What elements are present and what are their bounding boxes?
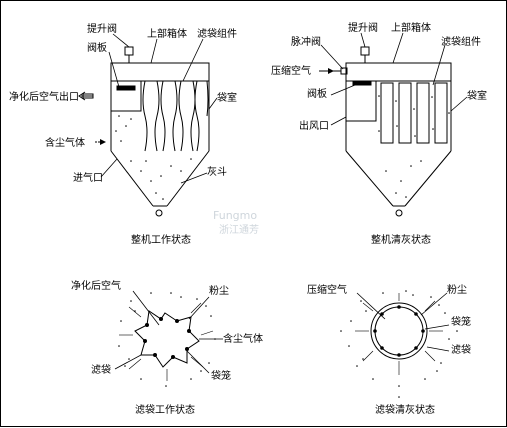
left-inlet-label: 进气口	[73, 171, 103, 184]
left-dust-gas-bottom-label: 含尘气体	[223, 332, 263, 345]
left-lift-valve	[124, 46, 134, 56]
right-bag-room-label: 袋室	[467, 89, 487, 102]
right-bag-cage-label: 袋笼	[451, 315, 471, 328]
right-bottom-caption: 滤袋清灰状态	[375, 403, 435, 416]
left-filter-bags	[142, 80, 209, 152]
right-bag-section	[340, 290, 458, 398]
left-upper-box-label: 上部箱体	[147, 27, 187, 40]
left-cage-rods	[143, 317, 191, 359]
right-filter-bags	[380, 82, 448, 144]
watermark-brand: Fungmo	[213, 209, 257, 222]
left-valve-plate	[116, 85, 136, 91]
right-upper-box-label: 上部箱体	[391, 21, 431, 34]
left-bag-cross-section	[134, 310, 200, 368]
right-bag-circle	[370, 302, 428, 360]
left-plate-label: 阀板	[87, 41, 107, 54]
right-leaders	[320, 32, 468, 126]
left-bottom-caption: 滤袋工作状态	[135, 403, 195, 416]
left-bag-section	[118, 292, 216, 387]
left-bottom-leaders	[114, 290, 223, 374]
left-collector	[110, 46, 210, 207]
right-filter-assembly-label: 滤袋组件	[441, 35, 481, 48]
left-upper-box	[110, 62, 210, 82]
left-ash-hopper-label: 灰斗	[207, 165, 227, 178]
left-outlet-arrow-body	[82, 93, 94, 99]
left-inward-arrows	[119, 302, 214, 381]
left-top-caption: 整机工作状态	[131, 233, 191, 246]
left-leaders	[100, 33, 218, 184]
left-outlet-arrow	[78, 91, 93, 101]
left-filter-bag-label: 滤袋	[91, 363, 111, 376]
right-plate-label: 阀板	[307, 87, 327, 100]
watermark-brand-cn: 浙江通芳	[219, 223, 259, 236]
right-dust-label: 粉尘	[447, 283, 467, 296]
right-outward-arrows	[355, 293, 443, 375]
right-compressed-air-label: 压缩空气	[271, 64, 311, 77]
right-bag-dust	[378, 95, 450, 217]
right-filter-bag-label: 滤袋	[451, 343, 471, 356]
right-pulse-valve-label: 脉冲阀	[291, 35, 321, 48]
right-outlet-label: 出风口	[299, 119, 329, 132]
left-filter-assembly-label: 滤袋组件	[197, 27, 237, 40]
left-clean-outlet-label: 净化后空气出口	[9, 90, 79, 103]
right-top-caption: 整机清灰状态	[371, 233, 431, 246]
right-valve-label: 提升阀	[348, 21, 378, 34]
left-bag-room-label: 袋室	[217, 91, 237, 104]
right-cage-rods	[373, 305, 425, 357]
left-dust-label: 粉尘	[209, 284, 229, 297]
left-dust-gas-label: 含尘气体	[45, 136, 85, 149]
left-outer-dust	[118, 292, 216, 387]
left-clean-air-label: 净化后空气	[71, 279, 121, 292]
right-collector	[321, 46, 452, 207]
left-bag-cage-label: 袋笼	[211, 369, 231, 382]
left-hopper-dust	[115, 115, 192, 217]
left-valve-label: 提升阀	[87, 22, 117, 35]
right-lift-valve	[360, 46, 370, 56]
right-compressed-air-bottom-label: 压缩空气	[307, 283, 347, 296]
right-bottom-leaders	[356, 292, 450, 352]
right-outer-dust	[340, 290, 458, 398]
right-valve-plate	[352, 80, 372, 86]
